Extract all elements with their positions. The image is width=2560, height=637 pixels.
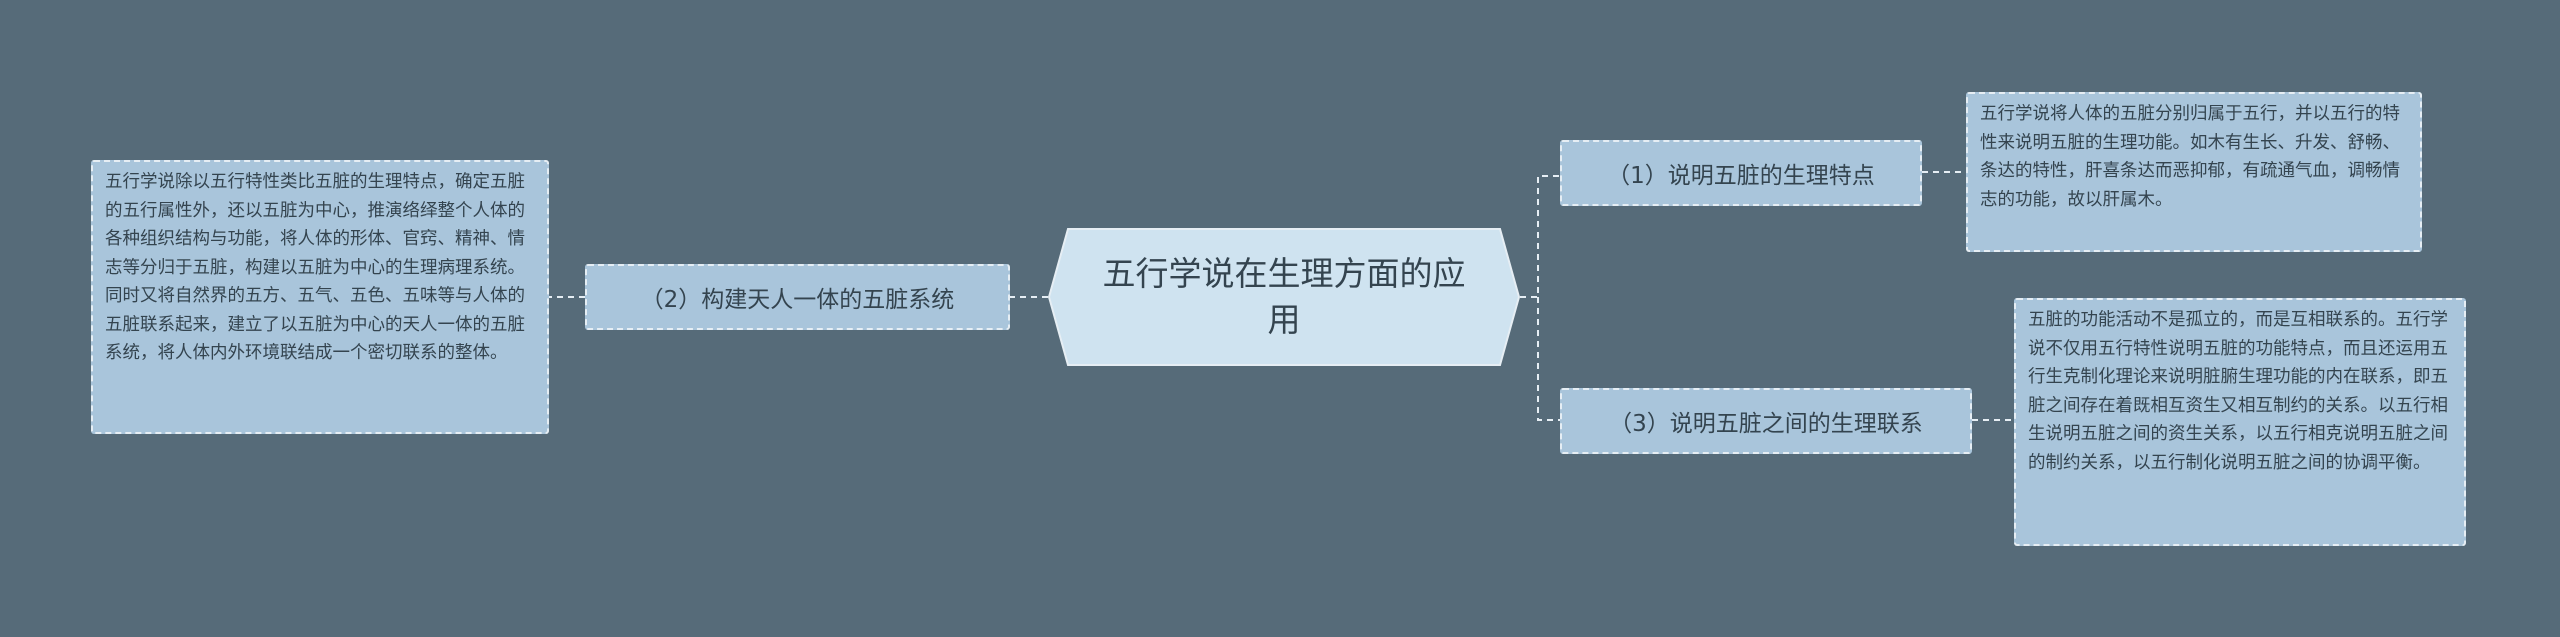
leaf-node-organ-relations[interactable]: 五脏的功能活动不是孤立的，而是互相联系的。五行学说不仅用五行特性说明五脏的功能特… [2014, 298, 2466, 546]
branch-node-organ-characteristics[interactable]: （1）说明五脏的生理特点 [1560, 140, 1922, 206]
leaf-text: 五脏的功能活动不是孤立的，而是互相联系的。五行学说不仅用五行特性说明五脏的功能特… [2028, 310, 2448, 473]
connector-root-branch-3 [1537, 297, 1560, 421]
root-node-label: 五行学说在生理方面的应用 [1102, 254, 1466, 339]
leaf-node-organ-system[interactable]: 五行学说除以五行特性类比五脏的生理特点，确定五脏的五行属性外，还以五脏为中心，推… [91, 160, 549, 434]
branch-label: （2）构建天人一体的五脏系统 [640, 287, 955, 313]
root-node[interactable]: 五行学说在生理方面的应用 [1048, 228, 1520, 366]
leaf-text: 五行学说除以五行特性类比五脏的生理特点，确定五脏的五行属性外，还以五脏为中心，推… [105, 172, 525, 363]
leaf-text: 五行学说将人体的五脏分别归属于五行，并以五行的特性来说明五脏的生理功能。如木有生… [1980, 104, 2400, 210]
branch-node-organ-system[interactable]: （2）构建天人一体的五脏系统 [585, 264, 1010, 330]
connector-root-branch-1 [1520, 175, 1560, 298]
leaf-node-organ-characteristics[interactable]: 五行学说将人体的五脏分别归属于五行，并以五行的特性来说明五脏的生理功能。如木有生… [1966, 92, 2422, 252]
branch-label: （3）说明五脏之间的生理联系 [1609, 411, 1923, 437]
branch-label: （1）说明五脏的生理特点 [1607, 163, 1875, 189]
branch-node-organ-relations[interactable]: （3）说明五脏之间的生理联系 [1560, 388, 1972, 454]
